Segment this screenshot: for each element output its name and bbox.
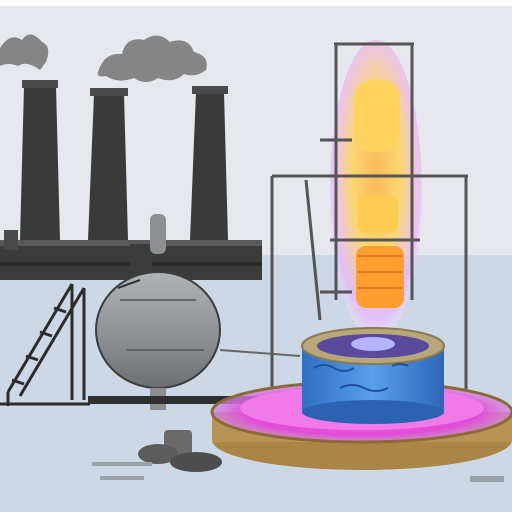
ground-equipment (92, 430, 504, 482)
storage-tank (88, 214, 301, 410)
top-border (0, 0, 512, 6)
reactor-column (330, 40, 422, 340)
staircase (0, 283, 90, 406)
steel-frame (270, 42, 468, 390)
reactor-vessel (301, 327, 445, 424)
chimneys (20, 80, 228, 240)
smoke-plumes (0, 34, 207, 82)
